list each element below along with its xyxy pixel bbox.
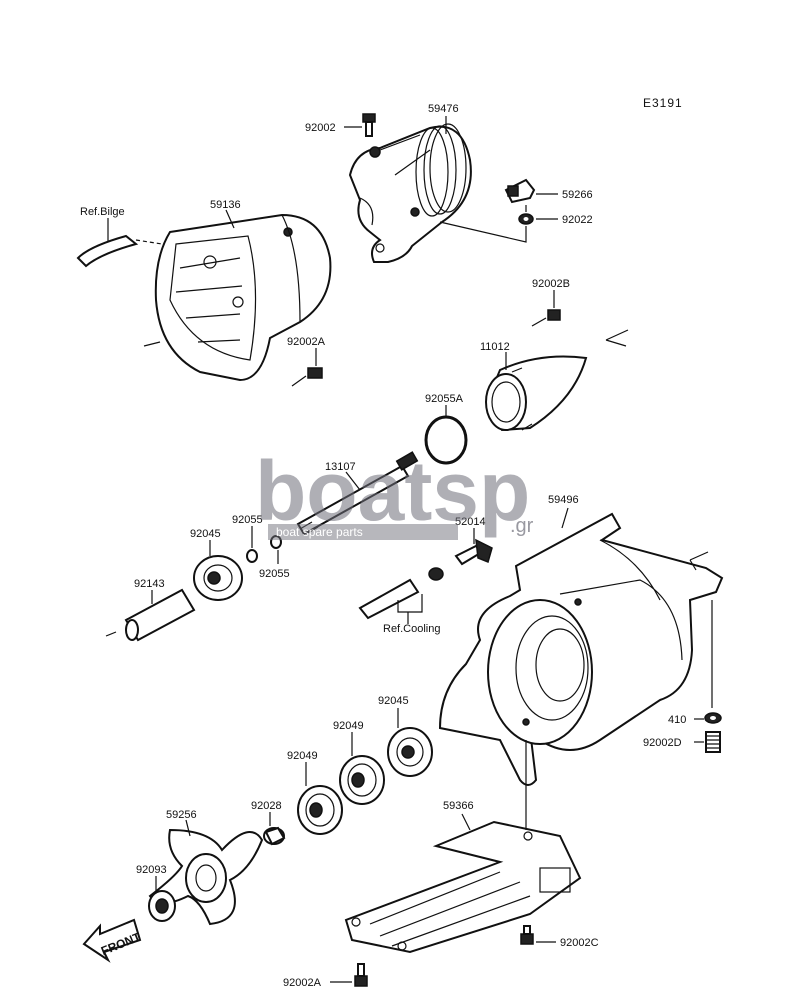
watermark: boatsp boat spare parts .gr [255,444,534,540]
watermark-tld: .gr [510,515,534,537]
part-92002B-bolt[interactable] [531,309,561,327]
part-92002-bolt[interactable] [362,113,376,137]
part-410-washer[interactable] [704,712,722,724]
label-92002-top: 92002 [305,122,336,134]
front-direction-arrow: FRONT [82,918,143,963]
label-59476: 59476 [428,103,459,115]
part-92045-bearing-left[interactable] [193,555,243,601]
label-59366: 59366 [443,800,474,812]
label-59256: 59256 [166,809,197,821]
part-59266-fitting[interactable] [504,178,536,204]
label-13107: 13107 [325,461,356,473]
part-92028-collar[interactable] [263,826,286,846]
part-92022-washer[interactable] [518,213,534,225]
part-59366-ride-plate[interactable] [344,820,582,954]
part-92055A-o-ring[interactable] [424,415,468,465]
label-92002A-bottom: 92002A [283,977,322,989]
label-92143: 92143 [134,578,165,590]
part-92049-seal-b[interactable] [297,785,343,835]
part-92049-seal-a[interactable] [339,755,385,805]
part-59476-pump-cover[interactable] [348,123,472,263]
label-92002D: 92002D [643,737,682,749]
part-92002D-bolt[interactable] [705,731,721,753]
ref-cooling-hose[interactable] [358,567,444,620]
label-92002B: 92002B [532,278,570,290]
part-52014-fitting[interactable] [454,538,493,566]
label-92093: 92093 [136,864,167,876]
part-92055-ring-a[interactable] [246,549,258,563]
watermark-brand: boatsp [255,444,530,538]
diagram-code: E3191 [643,96,683,110]
label-92045-right: 92045 [378,695,409,707]
label-92049-a: 92049 [333,720,364,732]
part-92002C-bolt[interactable] [520,925,534,945]
label-ref-cooling: Ref.Cooling [383,623,440,635]
part-92045-bearing-right[interactable] [387,727,433,777]
part-92002A-bolt[interactable] [291,367,323,387]
label-59266: 59266 [562,189,593,201]
part-59136-pump-case[interactable] [154,213,332,382]
label-92002C: 92002C [560,937,599,949]
part-59496-pump-housing[interactable] [438,512,724,786]
label-92022: 92022 [562,214,593,226]
label-410: 410 [668,714,686,726]
part-59256-impeller[interactable] [148,828,264,926]
part-92002A-bolt-bottom[interactable] [354,963,368,987]
watermark-tagline: boat spare parts [276,525,363,539]
label-92028: 92028 [251,800,282,812]
label-92045-left: 92045 [190,528,221,540]
part-92143-sleeve[interactable] [105,588,196,642]
label-92055-b: 92055 [259,568,290,580]
part-92093-washer[interactable] [148,890,176,922]
label-92055A: 92055A [425,393,464,405]
label-52014: 52014 [455,516,486,528]
ref-bilge-hose[interactable] [76,234,163,268]
label-92002A-mid: 92002A [287,336,326,348]
label-92049-b: 92049 [287,750,318,762]
label-59496: 59496 [548,494,579,506]
label-11012: 11012 [480,341,510,353]
label-92055-a: 92055 [232,514,263,526]
label-59136: 59136 [210,199,241,211]
label-ref-bilge: Ref.Bilge [80,206,125,218]
part-11012-nozzle[interactable] [485,355,588,432]
